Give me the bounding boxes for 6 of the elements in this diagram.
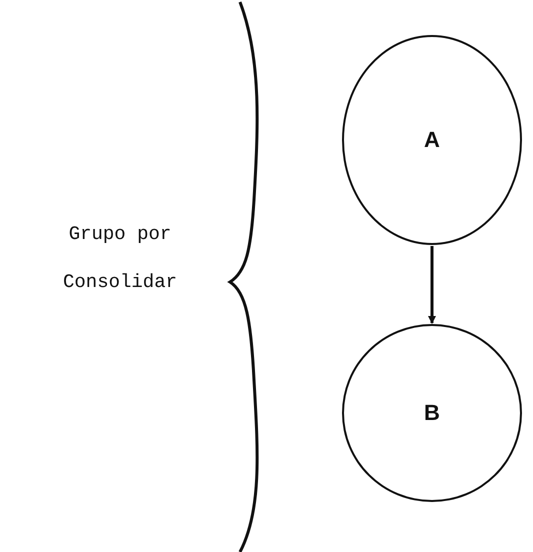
node-label: B	[424, 400, 440, 426]
node-label: A	[424, 127, 440, 153]
circle-node	[342, 324, 522, 502]
circle-node	[342, 35, 522, 245]
group-label: Grupo por Consolidar	[62, 222, 178, 295]
arrow	[428, 246, 436, 324]
